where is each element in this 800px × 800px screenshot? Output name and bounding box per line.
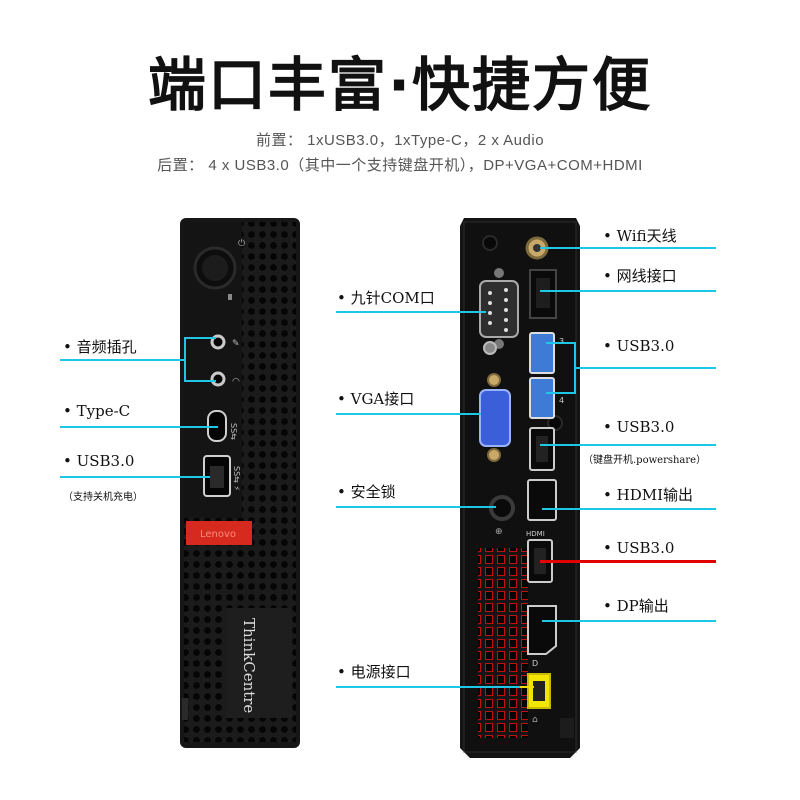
- label-power: • 电源接口: [337, 663, 411, 681]
- dp-connector-line: [542, 620, 716, 622]
- rear-usb-port-3: [529, 332, 555, 374]
- usb-pair-line-bottom: [546, 392, 576, 394]
- svg-text:SS⇆: SS⇆: [229, 423, 238, 440]
- lock-connector-line: [336, 506, 496, 508]
- audio-line-headphone: [184, 380, 216, 382]
- svg-text:⏻: ⏻: [238, 238, 245, 249]
- usb-pair-connector-line: [574, 367, 716, 369]
- front-ports-summary: 前置： 1xUSB3.0，1xType-C，2 x Audio: [255, 132, 545, 149]
- svg-text:3: 3: [559, 337, 564, 346]
- front-panel-image: ⏻ ✎ ◠ SS⇆ SS⇆ ⚡ Lenovo ThinkCentre: [180, 218, 300, 748]
- label-displayport: • DP输出: [603, 597, 669, 615]
- label-com: • 九针COM口: [337, 289, 435, 307]
- front-usb-connector-line: [60, 476, 210, 478]
- svg-text:D: D: [532, 659, 538, 668]
- usb-pair-line-top: [546, 342, 576, 344]
- audio-jack-mic: [210, 334, 226, 350]
- label-front-usb-note: （支持关机充电）: [63, 492, 143, 503]
- typec-connector-line: [60, 426, 218, 428]
- power-connector-line: [336, 686, 531, 688]
- label-rear-usb-keyboard: • USB3.0: [603, 418, 675, 436]
- label-security-lock: • 安全锁: [337, 483, 396, 501]
- vga-port: [479, 389, 511, 447]
- rear-ports-summary: 后置： 4 x USB3.0（其中一个支持键盘开机），DP+VGA+COM+HD…: [157, 157, 643, 174]
- label-audio-jacks: • 音频插孔: [63, 338, 137, 356]
- svg-text:◠: ◠: [232, 377, 240, 387]
- wifi-connector-line: [540, 247, 716, 249]
- rear-usb-port-4: [529, 377, 555, 419]
- svg-text:⊕: ⊕: [495, 527, 503, 537]
- com-connector-line: [336, 311, 486, 313]
- audio-line-mic: [184, 337, 216, 339]
- svg-text:✎: ✎: [232, 339, 240, 349]
- label-vga: • VGA接口: [337, 390, 415, 408]
- svg-text:Lenovo: Lenovo: [200, 529, 236, 540]
- label-rear-usb-keyboard-note: （键盘开机.powershare）: [583, 455, 707, 466]
- audio-bracket: [184, 337, 186, 382]
- svg-text:⌂: ⌂: [532, 715, 538, 725]
- displayport-port: [527, 605, 557, 655]
- brand-red-tab: [186, 521, 252, 545]
- audio-jack-headphone: [210, 371, 226, 387]
- label-lan: • 网线接口: [603, 267, 677, 285]
- label-rear-usb-pair: • USB3.0: [603, 337, 675, 355]
- audio-connector-line: [60, 359, 186, 361]
- page-title: 端口丰富·快捷方便: [147, 51, 653, 119]
- lan-connector-line: [540, 290, 716, 292]
- usb-highlight-connector-line: [540, 560, 716, 563]
- rear-panel-image: 3 4 ⊕ HDMI D ⌂: [460, 218, 580, 758]
- hdmi-port: [527, 479, 557, 521]
- label-rear-usb-highlight: • USB3.0: [603, 539, 675, 557]
- power-line-highlight: [520, 686, 534, 688]
- com-port: [479, 280, 519, 338]
- security-lock-slot: [489, 495, 515, 521]
- label-wifi: • Wifi天线: [603, 227, 677, 245]
- svg-text:HDMI: HDMI: [526, 530, 545, 538]
- vga-connector-line: [336, 413, 481, 415]
- label-front-usb: • USB3.0: [63, 452, 135, 470]
- svg-text:4: 4: [559, 396, 564, 405]
- svg-text:SS⇆ ⚡: SS⇆ ⚡: [232, 466, 241, 491]
- label-typec: • Type-C: [63, 402, 131, 420]
- thinkcentre-logo: ThinkCentre: [240, 618, 258, 713]
- hdmi-connector-line: [542, 508, 716, 510]
- usb-keyboard-connector-line: [540, 444, 716, 446]
- label-hdmi: • HDMI输出: [603, 486, 694, 504]
